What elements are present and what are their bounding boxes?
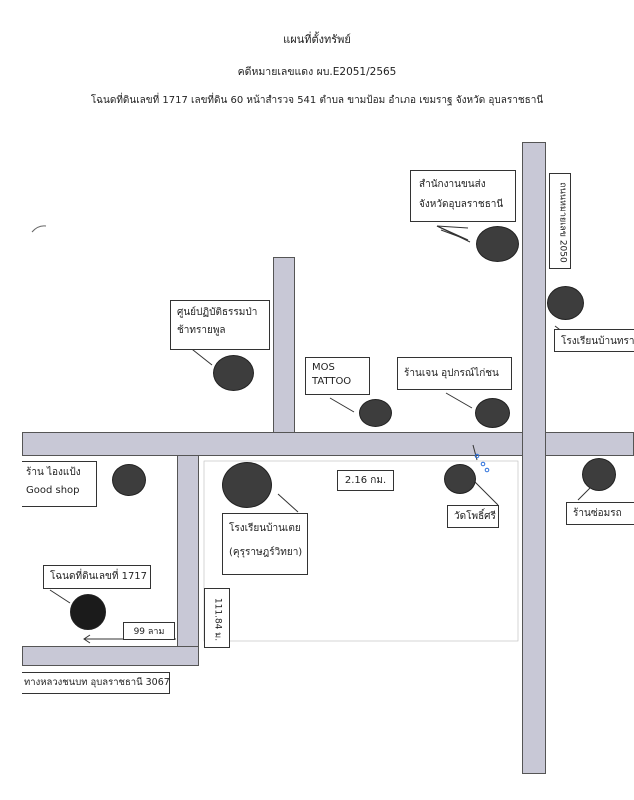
poi-deed-1717: [70, 594, 106, 630]
arrow-transport: [436, 225, 469, 229]
road-center-north: [273, 257, 295, 433]
poi-shop: [475, 398, 510, 428]
arrow-transport-head: [436, 225, 469, 241]
label-tattoo: MOS TATTOO: [305, 357, 370, 395]
map-title: แผนที่ตั้งทรัพย์: [283, 33, 351, 46]
label-dist-horizontal: 99 ลาม: [123, 622, 175, 640]
road-left-south: [177, 455, 199, 666]
label-deed-1717: โฉนดที่ดินเลขที่ 1717: [43, 565, 151, 589]
blue-mark-3: [484, 467, 490, 473]
poi-transport-office: [476, 226, 519, 262]
label-road-3067: ทางหลวงชนบท อุบลราชธานี 3067: [22, 672, 170, 694]
case-number: คดีหมายเลขแดง ผบ.E2051/2565: [237, 66, 397, 78]
label-distance-km: 2.16 กม.: [337, 470, 394, 491]
arrow-transport-line: [436, 225, 471, 243]
label-goodshop: ร้าน ไองแป้ง Good shop: [22, 461, 97, 507]
poi-center: [213, 355, 254, 391]
poi-tattoo: [359, 399, 392, 427]
dim-horizontal-head: [83, 634, 91, 644]
poi-goodshop: [112, 464, 146, 496]
arrow-temple: [474, 481, 499, 506]
label-school-right: โรงเรียนบ้านทราย: [554, 329, 634, 352]
arrow-school: [277, 493, 299, 513]
corner-mark: [31, 225, 47, 233]
deed-description: โฉนดที่ดินเลขที่ 1717 เลขที่ดิน 60 หน้าส…: [90, 95, 544, 106]
label-repair: ร้านซ่อมรถ: [566, 502, 634, 525]
label-shop: ร้านเจน อุปกรณ์ไก่ชน: [397, 357, 512, 390]
poi-school-right: [547, 286, 584, 320]
road-3067-horizontal: [22, 646, 199, 666]
road-2050-vertical: [522, 142, 546, 774]
blue-mark-2: [480, 461, 486, 467]
label-transport-office: สำนักงานขนส่ง จังหวัดอุบลราชธานี: [410, 170, 516, 222]
label-temple: วัดโพธิ์ศรี: [447, 505, 499, 528]
poi-school: [222, 462, 272, 508]
poi-repair: [582, 458, 616, 491]
label-school: โรงเรียนบ้านเตย (คุรุราษฎร์วิทยา): [222, 513, 308, 575]
arrow-shop: [445, 392, 473, 409]
poi-temple: [444, 464, 476, 494]
arrow-repair: [577, 487, 591, 501]
label-dist-vertical: 111.84 ม.: [204, 588, 230, 648]
arrow-deed: [49, 589, 71, 604]
label-center: ศูนย์ปฏิบัติธรรมป่า ช้าทรายพูล: [170, 300, 270, 350]
label-road-2050: ถนนหมายเลข 2050: [549, 173, 571, 269]
arrow-tattoo: [329, 397, 355, 413]
